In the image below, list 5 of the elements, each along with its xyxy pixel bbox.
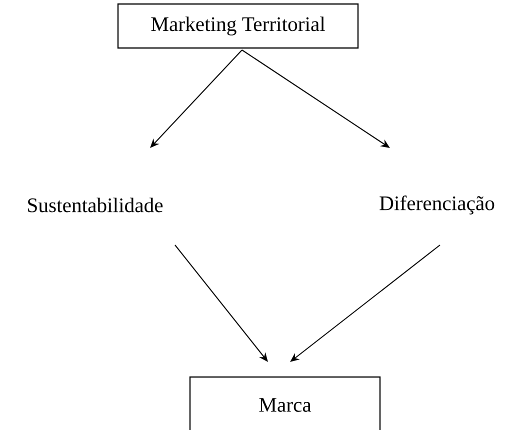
process-box: Marca [189, 376, 381, 430]
arrow [150, 50, 242, 148]
process-box: Marketing Territorial [117, 3, 359, 49]
concept-label: Sustentabilidade [28, 198, 163, 212]
concept-label: Diferenciação [380, 196, 494, 214]
